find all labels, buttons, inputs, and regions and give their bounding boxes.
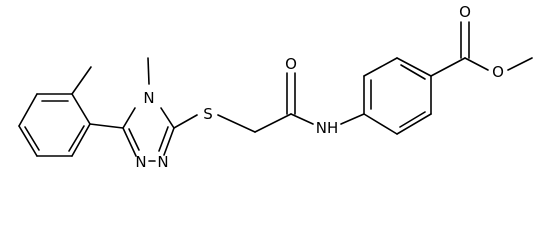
triazole-ring-bond (160, 107, 175, 129)
benzoate-ring-bond (363, 57, 398, 77)
ester-oxygen-bond (464, 57, 489, 71)
amide-oxygen-label: O (285, 55, 297, 73)
methylene-carbonyl-bond (254, 113, 292, 133)
ester-ether-oxygen-label: O (492, 63, 504, 81)
triazole-ring-double-bond (128, 128, 140, 151)
amide-nh-label: NH (316, 119, 339, 137)
ester-methyl-bond (507, 57, 533, 71)
benzoate-ring-double-bond (399, 111, 426, 128)
tolyl-ring-double-bond (68, 125, 85, 152)
carbonyl-nh-bond (290, 113, 314, 125)
triazole-ring-bond (122, 107, 136, 129)
tolyl-methyl-bond (71, 66, 92, 95)
benzoate-ring-bond (396, 57, 432, 77)
tolyl-ring-bond (71, 123, 91, 157)
nitrogen-atom-label-lower-right: N (157, 153, 168, 171)
benzoate-ring-double-bond (400, 64, 426, 80)
ring-ester-bond (430, 57, 466, 77)
triazole-ring-double-bond (158, 126, 169, 152)
atom-labels: S N N N NH O O O (135, 3, 504, 171)
aryl-triazole-bond (89, 123, 124, 129)
ester-carbonyl-oxygen-label: O (459, 3, 471, 21)
bond-lines (18, 21, 533, 162)
nh-phenyl-bond (340, 113, 365, 125)
tolyl-ring-double-bond (24, 126, 40, 151)
benzoate-ring-bond (363, 113, 398, 135)
benzoate-ring-bond (396, 113, 432, 135)
sulfur-methylene-bond (217, 114, 256, 133)
nitrogen-atom-label-lower-left: N (135, 153, 146, 171)
sulfur-atom-label: S (203, 105, 213, 123)
triazole-sulfur-bond (173, 114, 198, 129)
tolyl-ring-bond (71, 93, 91, 125)
n-methyl-bond (147, 57, 150, 85)
tolyl-ring-bond (18, 125, 38, 157)
triazole-ring-bond (122, 127, 137, 157)
triazole-ring-bond (163, 127, 175, 156)
tolyl-ring-bond (18, 93, 38, 127)
nitrogen-atom-label-methyl: N (143, 89, 154, 107)
molecule-structure-diagram: S N N N NH O O O (18, 3, 533, 171)
